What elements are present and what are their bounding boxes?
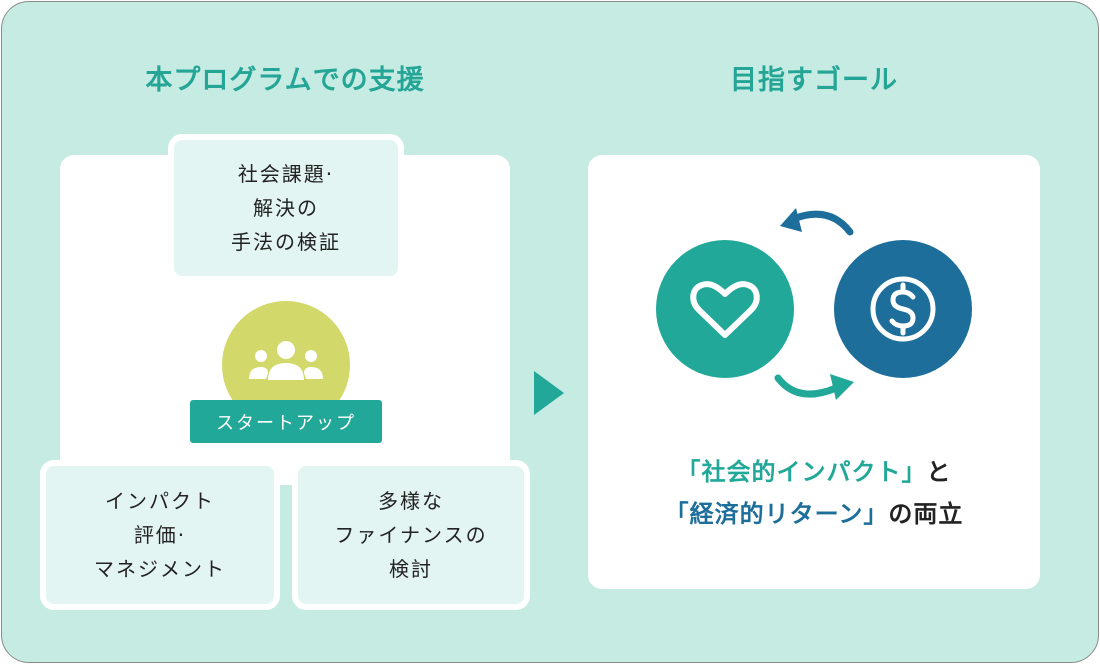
cycle-arrow-icon [766, 200, 876, 250]
goal-connector: の両立 [888, 500, 963, 528]
goal-impact-term: 「社会的インパクト」 [677, 458, 927, 486]
goal-connector: と [927, 458, 952, 486]
dollar-icon [834, 240, 972, 378]
card-line: マネジメント [94, 552, 226, 586]
right-heading: 目指すゴール [588, 58, 1040, 97]
goal-return-term: 「経済的リターン」 [665, 500, 889, 528]
left-heading: 本プログラムでの支援 [60, 58, 510, 97]
card-finance: 多様な ファイナンスの 検討 [292, 460, 530, 610]
card-line: ファイナンスの [334, 518, 487, 552]
card-line: 解決の [253, 191, 319, 225]
play-arrow-icon [530, 368, 570, 418]
goal-line-1: 「社会的インパクト」と [588, 452, 1040, 487]
return-circle [834, 240, 972, 378]
heart-icon [656, 240, 794, 378]
card-impact-evaluation: インパクト 評価· マネジメント [40, 460, 280, 610]
startup-label: スタートアップ [190, 400, 382, 443]
card-line: 社会課題· [238, 157, 334, 191]
card-line: 評価· [134, 518, 186, 552]
card-line: 検討 [389, 552, 433, 586]
cycle-arrow-icon [768, 360, 878, 410]
card-social-issue: 社会課題· 解決の 手法の検証 [168, 134, 404, 282]
card-line: 手法の検証 [231, 225, 341, 259]
goal-line-2: 「経済的リターン」の両立 [588, 494, 1040, 529]
impact-circle [656, 240, 794, 378]
card-line: インパクト [105, 484, 215, 518]
card-line: 多様な [378, 484, 444, 518]
